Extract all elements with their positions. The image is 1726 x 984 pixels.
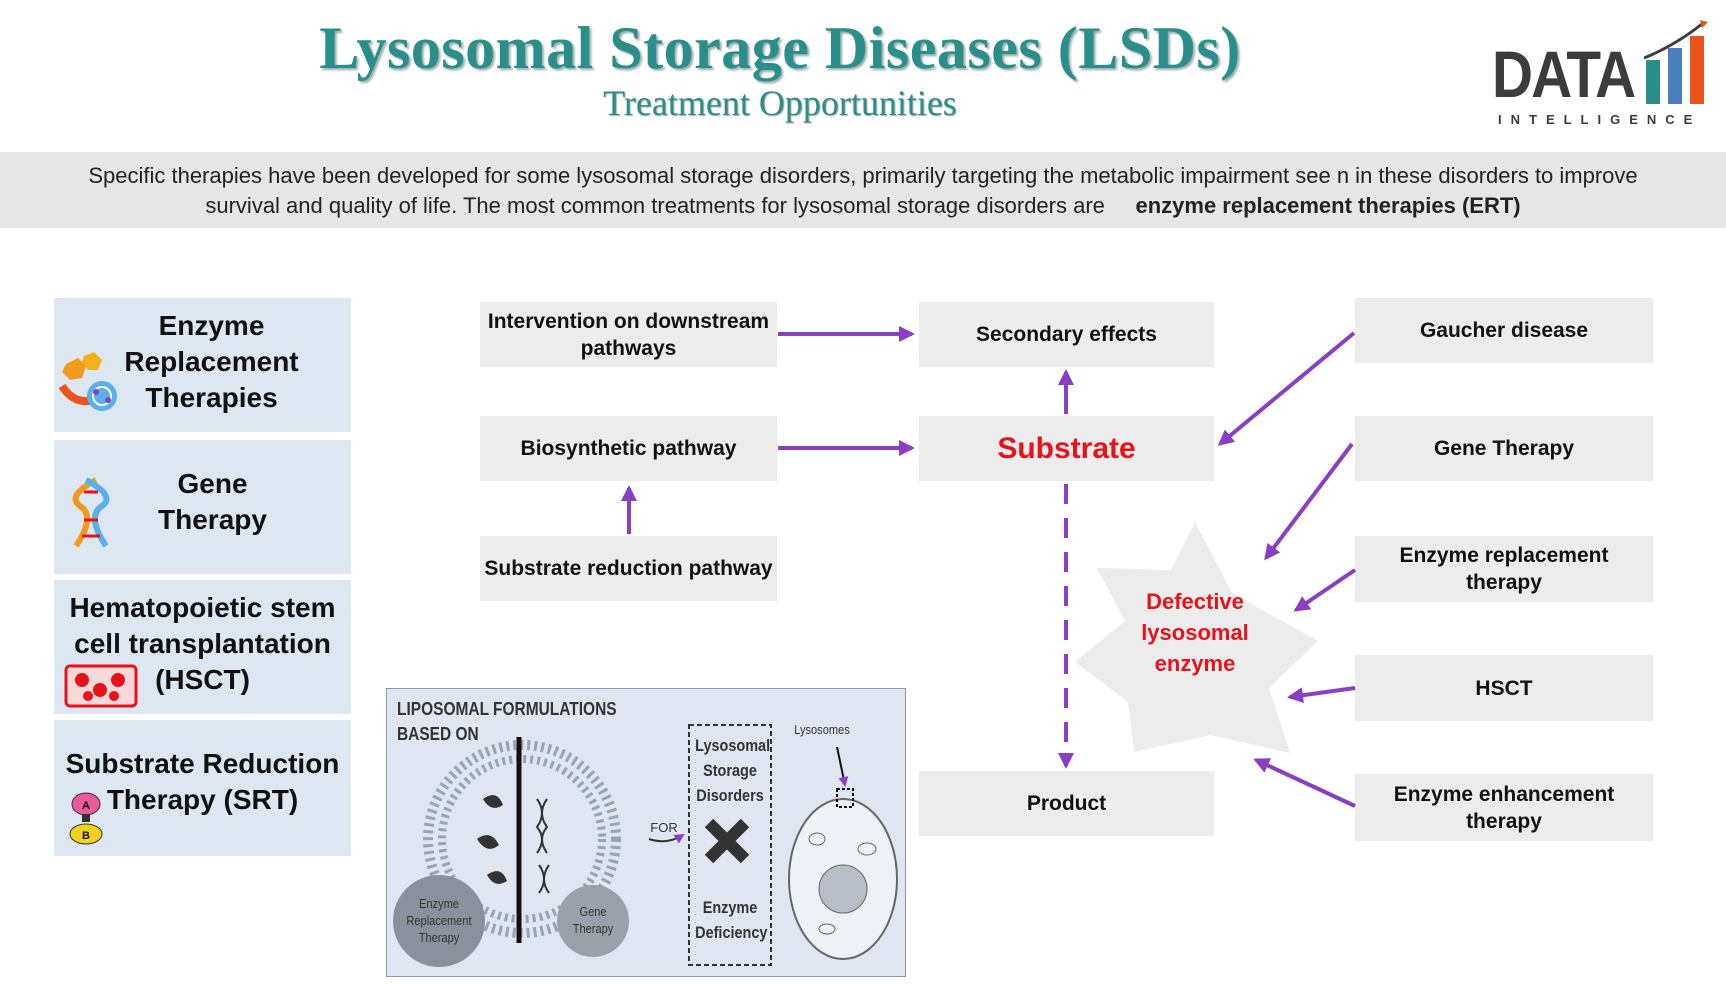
enzyme-icon xyxy=(58,352,117,411)
sidebar-label-gene: Gene Therapy xyxy=(158,468,267,535)
box-product: Product xyxy=(919,771,1214,836)
dna-icon xyxy=(72,477,110,548)
sidebar-label-ert: Enzyme Replacement Therapies xyxy=(124,310,299,413)
box-hsct: HSCT xyxy=(1355,655,1653,721)
arrow-gaucher-to-substrate xyxy=(1217,331,1356,446)
box-gaucher-disease: Gaucher disease xyxy=(1355,298,1653,363)
sidebar-card-ert: Enzyme Replacement Therapies xyxy=(54,298,351,432)
defective-enzyme-star xyxy=(1075,522,1318,753)
figure-lsd-label: Lysosomal Storage Disorders xyxy=(695,736,771,805)
blood-cells-icon xyxy=(64,664,138,708)
box-secondary-effects: Secondary effects xyxy=(919,302,1214,367)
sidebar-card-srt: Substrate Reduction Therapy (SRT) A B xyxy=(54,720,351,856)
substrate-ab-icon: A B xyxy=(69,792,103,845)
arrow-ert-to-enzyme xyxy=(1293,568,1357,612)
liposomal-formulations-figure: LIPOSOMAL FORMULATIONS BASED ON Enzyme R… xyxy=(386,688,906,977)
figure-gene-bubble: Gene Therapy xyxy=(572,904,614,936)
figure-ert-bubble: Enzyme Replacement Therapy xyxy=(406,896,472,945)
sidebar-label-hsct: Hematopoietic stem cell transplantation … xyxy=(69,592,336,695)
svg-text:B: B xyxy=(82,830,90,842)
intro-highlight: enzyme replacement therapies (ERT) xyxy=(1135,193,1521,218)
logo-word: DATA xyxy=(1492,37,1636,111)
sidebar-card-gene: Gene Therapy xyxy=(54,440,351,574)
logo-tagline: INTELLIGENCE xyxy=(1498,112,1702,127)
box-substrate-reduction: Substrate reduction pathway xyxy=(480,536,777,601)
svg-text:A: A xyxy=(82,800,90,812)
figure-title-line-2: BASED ON xyxy=(397,724,479,744)
arrow-eet-to-enzyme xyxy=(1253,758,1356,808)
intro-banner: Specific therapies have been developed f… xyxy=(0,152,1726,228)
intro-line-2: survival and quality of life. The most c… xyxy=(0,191,1726,221)
box-downstream-intervention: Intervention on downstream pathways xyxy=(480,302,777,367)
intro-line-2-text: survival and quality of life. The most c… xyxy=(205,193,1105,218)
figure-deficiency-label: Enzyme Deficiency xyxy=(695,898,768,942)
figure-title: LIPOSOMAL FORMULATIONS BASED ON xyxy=(397,697,617,747)
figure-title-line-1: LIPOSOMAL FORMULATIONS xyxy=(397,699,617,719)
logo-bars-icon xyxy=(1644,20,1708,104)
box-enzyme-enhancement: Enzyme enhancement therapy xyxy=(1355,774,1653,841)
figure-for-label: FOR xyxy=(650,820,678,835)
box-biosynthetic-pathway: Biosynthetic pathway xyxy=(480,416,777,481)
box-enzyme-replacement: Enzyme replacement therapy xyxy=(1355,536,1653,602)
page-subtitle: Treatment Opportunities xyxy=(603,83,957,123)
sidebar-card-hsct: Hematopoietic stem cell transplantation … xyxy=(54,580,351,714)
box-gene-therapy: Gene Therapy xyxy=(1355,416,1653,481)
figure-lysosomes-label: Lysosomes xyxy=(794,722,850,737)
arrow-hsct-to-enzyme xyxy=(1287,686,1356,704)
arrow-gene-to-enzyme xyxy=(1264,442,1354,561)
liposome-illustration xyxy=(393,724,898,967)
data-intelligence-logo: DATA INTELLIGENCE xyxy=(1492,18,1722,130)
defective-enzyme-label: Defective lysosomal enzyme xyxy=(1141,589,1249,676)
page-title: Lysosomal Storage Diseases (LSDs) xyxy=(319,15,1241,81)
sidebar-label-srt: Substrate Reduction Therapy (SRT) xyxy=(65,748,340,815)
intro-line-1: Specific therapies have been developed f… xyxy=(88,163,1638,188)
box-substrate: Substrate xyxy=(919,416,1214,481)
